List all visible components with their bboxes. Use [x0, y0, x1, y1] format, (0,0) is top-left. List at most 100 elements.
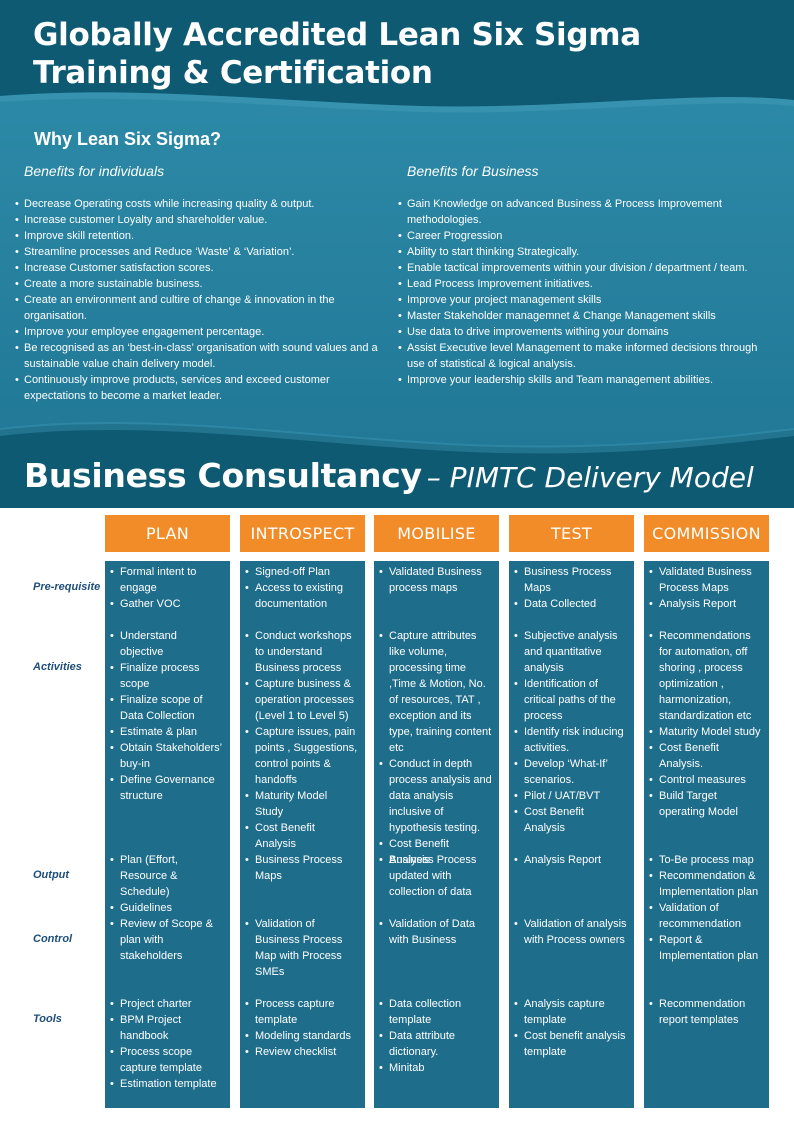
- hero-banner: Globally Accredited Lean Six Sigma Train…: [0, 0, 794, 508]
- benefit-item: Master Stakeholder managemnet & Change M…: [398, 308, 776, 324]
- row-label-pre-requisite: Pre-requisite: [33, 581, 101, 593]
- phase-header-introspect: INTROSPECT: [240, 515, 365, 552]
- benefit-item: Ability to start thinking Strategically.: [398, 244, 776, 260]
- phase-cell-plan-control: Review of Scope & plan with stakeholders: [110, 916, 223, 964]
- phase-cell-test-control: Validation of analysis with Process owne…: [514, 916, 627, 948]
- benefit-item: Decrease Operating costs while increasin…: [15, 196, 387, 212]
- phase-cell-mobilise-activities: Capture attributes like volume, processi…: [379, 628, 492, 868]
- phase-cell-commission-tools: Recommendation report templates: [649, 996, 762, 1028]
- benefit-item: Career Progression: [398, 228, 776, 244]
- phase-cell-plan-pre-requisite: Formal intent to engageGather VOC: [110, 564, 223, 612]
- phase-cell-test-activities: Subjective analysis and quantitative ana…: [514, 628, 627, 836]
- phase-header-commission: COMMISSION: [644, 515, 769, 552]
- phase-cell-item: Conduct in depth process analysis and da…: [379, 756, 492, 836]
- phase-cell-item: Finalize process scope: [110, 660, 223, 692]
- phase-cell-item: Maturity Model Study: [245, 788, 358, 820]
- phase-cell-test-tools: Analysis capture templateCost benefit an…: [514, 996, 627, 1060]
- benefit-item: Increase customer Loyalty and shareholde…: [15, 212, 387, 228]
- row-label-activities: Activities: [33, 661, 82, 673]
- phase-cell-test-output: Analysis Report: [514, 852, 627, 868]
- phase-cell-item: Build Target operating Model: [649, 788, 762, 820]
- phase-cell-item: Process scope capture template: [110, 1044, 223, 1076]
- phase-cell-item: Capture business & operation processes (…: [245, 676, 358, 724]
- phase-cell-item: To-Be process map: [649, 852, 762, 868]
- individuals-heading: Benefits for individuals: [24, 163, 165, 179]
- benefit-item: Improve your employee engagement percent…: [15, 324, 387, 340]
- business-benefits-list: Gain Knowledge on advanced Business & Pr…: [398, 196, 776, 388]
- phase-cell-item: Cost Benefit Analysis.: [649, 740, 762, 772]
- phase-cell-item: Finalize scope of Data Collection: [110, 692, 223, 724]
- benefit-item: Enable tactical improvements within your…: [398, 260, 776, 276]
- phase-cell-item: Access to existing documentation: [245, 580, 358, 612]
- business-heading: Benefits for Business: [407, 163, 539, 179]
- title-line-2: Training & Certification: [33, 55, 433, 91]
- benefit-item: Streamline processes and Reduce ‘Waste’ …: [15, 244, 387, 260]
- phase-cell-item: Validation of recommendation: [649, 900, 762, 932]
- phase-cell-item: Recommendation & Implementation plan: [649, 868, 762, 900]
- phase-cell-item: Analysis capture template: [514, 996, 627, 1028]
- phase-cell-item: Validation of analysis with Process owne…: [514, 916, 627, 948]
- row-label-control: Control: [33, 933, 73, 945]
- phase-cell-plan-output: Plan (Effort, Resource & Schedule)Guidel…: [110, 852, 223, 916]
- phase-cell-item: Cost benefit analysis template: [514, 1028, 627, 1060]
- phase-cell-mobilise-control: Validation of Data with Business: [379, 916, 492, 948]
- phase-cell-item: Plan (Effort, Resource & Schedule): [110, 852, 223, 900]
- phase-cell-item: Data Collected: [514, 596, 627, 612]
- benefit-item: Continuously improve products, services …: [15, 372, 387, 404]
- consultancy-title-italic: – PIMTC Delivery Model: [426, 461, 754, 494]
- phase-header-test: TEST: [509, 515, 634, 552]
- phase-cell-introspect-control: Validation of Business Process Map with …: [245, 916, 358, 980]
- benefit-item: Gain Knowledge on advanced Business & Pr…: [398, 196, 776, 228]
- phase-cell-item: Estimate & plan: [110, 724, 223, 740]
- phase-cell-commission-output: To-Be process mapRecommendation & Implem…: [649, 852, 762, 964]
- phase-cell-item: Conduct workshops to understand Business…: [245, 628, 358, 676]
- benefit-item: Create an environment and cultire of cha…: [15, 292, 387, 324]
- phase-cell-item: Validation of Business Process Map with …: [245, 916, 358, 980]
- benefit-item: Increase Customer satisfaction scores.: [15, 260, 387, 276]
- phase-cell-mobilise-tools: Data collection templateData attribute d…: [379, 996, 492, 1076]
- phase-cell-introspect-pre-requisite: Signed-off PlanAccess to existing docume…: [245, 564, 358, 612]
- phase-cell-item: Validated Business process maps: [379, 564, 492, 596]
- phase-cell-item: Validation of Data with Business: [379, 916, 492, 948]
- phase-cell-item: Gather VOC: [110, 596, 223, 612]
- phase-cell-item: Estimation template: [110, 1076, 223, 1092]
- phase-cell-mobilise-output: Business Process updated with collection…: [379, 852, 492, 900]
- phase-cell-item: Minitab: [379, 1060, 492, 1076]
- phase-cell-item: BPM Project handbook: [110, 1012, 223, 1044]
- phase-header-mobilise: MOBILISE: [374, 515, 499, 552]
- phase-cell-item: Develop ‘What-If’ scenarios.: [514, 756, 627, 788]
- phase-cell-item: Data collection template: [379, 996, 492, 1028]
- phase-cell-item: Pilot / UAT/BVT: [514, 788, 627, 804]
- phase-cell-item: Modeling standards: [245, 1028, 358, 1044]
- phase-cell-introspect-output: Business Process Maps: [245, 852, 358, 884]
- phase-cell-item: Understand objective: [110, 628, 223, 660]
- phase-cell-item: Signed-off Plan: [245, 564, 358, 580]
- phase-cell-plan-tools: Project charterBPM Project handbookProce…: [110, 996, 223, 1092]
- phase-cell-item: Guidelines: [110, 900, 223, 916]
- consultancy-title: Business Consultancy – PIMTC Delivery Mo…: [24, 456, 754, 495]
- phase-cell-item: Validated Business Process Maps: [649, 564, 762, 596]
- phase-cell-item: Business Process updated with collection…: [379, 852, 492, 900]
- phase-cell-item: Control measures: [649, 772, 762, 788]
- phase-cell-plan-activities: Understand objectiveFinalize process sco…: [110, 628, 223, 804]
- phase-cell-item: Report & Implementation plan: [649, 932, 762, 964]
- phase-cell-item: Business Process Maps: [245, 852, 358, 884]
- row-label-output: Output: [33, 869, 70, 881]
- phase-cell-item: Capture attributes like volume, processi…: [379, 628, 492, 756]
- benefit-item: Improve your project management skills: [398, 292, 776, 308]
- phase-cell-item: Obtain Stakeholders’ buy-in: [110, 740, 223, 772]
- phase-cell-item: Analysis Report: [514, 852, 627, 868]
- phase-cell-item: Formal intent to engage: [110, 564, 223, 596]
- phase-cell-item: Cost Benefit Analysis: [245, 820, 358, 852]
- phase-cell-test-pre-requisite: Business Process MapsData Collected: [514, 564, 627, 612]
- phase-cell-item: Subjective analysis and quantitative ana…: [514, 628, 627, 676]
- row-label-tools: Tools: [33, 1013, 62, 1025]
- phase-cell-item: Identify risk inducing activities.: [514, 724, 627, 756]
- phase-cell-introspect-tools: Process capture templateModeling standar…: [245, 996, 358, 1060]
- title-line-1: Globally Accredited Lean Six Sigma: [33, 17, 641, 53]
- phase-cell-item: Process capture template: [245, 996, 358, 1028]
- section-subtitle: Why Lean Six Sigma?: [34, 129, 222, 149]
- phase-cell-item: Review of Scope & plan with stakeholders: [110, 916, 223, 964]
- phase-cell-introspect-activities: Conduct workshops to understand Business…: [245, 628, 358, 852]
- phase-cell-item: Recommendation report templates: [649, 996, 762, 1028]
